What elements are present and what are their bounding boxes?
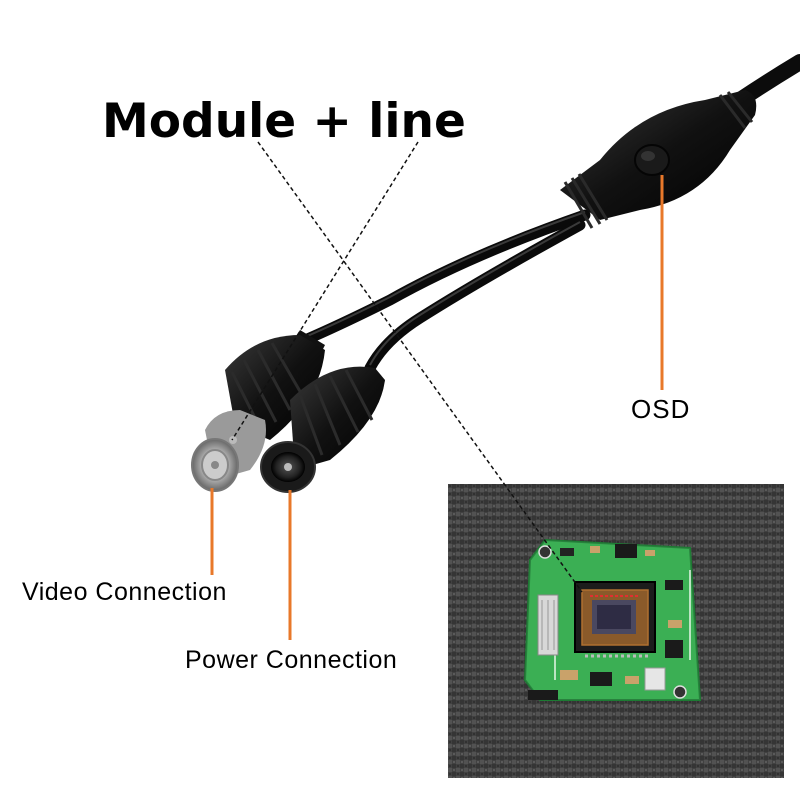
bnc-video-connector xyxy=(191,330,325,492)
power-connection-label: Power Connection xyxy=(185,646,398,674)
osd-label: OSD xyxy=(631,394,691,424)
callout-lines xyxy=(210,175,664,640)
page-title: Module + line xyxy=(102,94,466,149)
pcb-board xyxy=(523,538,702,701)
camera-module-photo xyxy=(448,484,784,778)
video-connection-label: Video Connection xyxy=(22,578,227,606)
title-pointer-lines xyxy=(231,141,583,593)
dc-power-connector xyxy=(260,366,385,493)
osd-button-housing xyxy=(560,90,757,229)
cable-assembly xyxy=(191,54,800,493)
